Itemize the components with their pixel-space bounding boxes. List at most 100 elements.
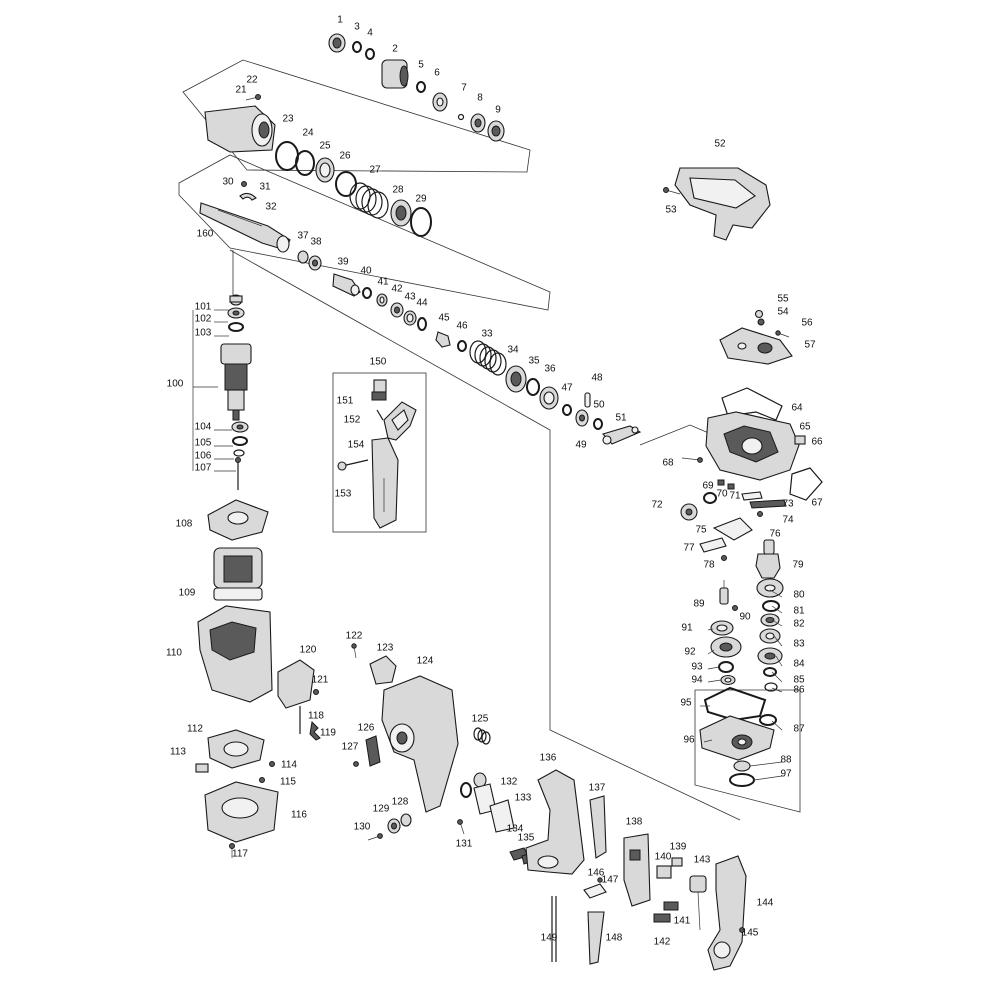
- callout-109: 109: [179, 588, 196, 599]
- callout-89: 89: [693, 599, 705, 610]
- part-72-gear: [680, 503, 698, 521]
- part-144-handle-cover: [707, 855, 747, 971]
- callout-40: 40: [360, 266, 372, 277]
- part-85-ring: [763, 667, 777, 677]
- part-124-housing: [381, 675, 459, 813]
- callout-143: 143: [694, 855, 711, 866]
- lower-guide-line: [229, 249, 741, 821]
- callout-28: 28: [392, 185, 404, 196]
- part-150-side-grip-assembly: [373, 379, 387, 393]
- part-3-ring: [352, 41, 362, 53]
- callout-138: 138: [626, 817, 643, 828]
- part-104-bearing: [231, 421, 249, 433]
- callout-68: 68: [662, 458, 674, 469]
- callout-93: 93: [691, 662, 703, 673]
- part-140-capacitor: [656, 865, 672, 879]
- part-23-o-ring: [275, 141, 299, 171]
- gear-assembly-frame: [694, 689, 801, 813]
- part-32-tool-holder: [199, 202, 291, 253]
- part-33-spring: [469, 340, 507, 376]
- part-149-rod: [551, 896, 557, 962]
- callout-82: 82: [793, 619, 805, 630]
- callout-21: 21: [235, 85, 247, 96]
- callout-150: 150: [370, 357, 387, 368]
- part-79-spiral-gear: [755, 553, 781, 579]
- part-5-ring: [416, 81, 426, 93]
- callout-6: 6: [434, 68, 440, 79]
- callout-147: 147: [602, 875, 619, 886]
- part-80-bearing: [756, 578, 784, 598]
- part-50-ring: [593, 418, 603, 430]
- part-49-bearing: [575, 409, 589, 427]
- callout-49: 49: [575, 440, 587, 451]
- part-113-brush: [195, 763, 209, 773]
- callout-54: 54: [777, 307, 789, 318]
- part-90-ball: [732, 605, 738, 611]
- part-83-clutch: [759, 628, 781, 644]
- callout-144: 144: [757, 898, 774, 909]
- callout-33: 33: [481, 329, 493, 340]
- part-54-o-ring: [757, 318, 765, 326]
- callout-73: 73: [782, 499, 794, 510]
- callout-135: 135: [518, 833, 535, 844]
- callout-5: 5: [418, 60, 424, 71]
- part-81-ring: [762, 600, 780, 612]
- part-136-handle-housing: [525, 769, 585, 875]
- part-76-shaft: [763, 539, 775, 555]
- callout-105: 105: [195, 438, 212, 449]
- callout-42: 42: [391, 284, 403, 295]
- part-127-screw: [353, 761, 359, 767]
- part-145-screw: [739, 927, 745, 933]
- part-47-ring: [562, 404, 572, 416]
- callout-115: 115: [280, 777, 296, 788]
- part-31-clip: [239, 192, 257, 201]
- callout-130: 130: [354, 822, 371, 833]
- part-128-bushing: [400, 813, 412, 827]
- part-103-ring: [228, 322, 244, 332]
- part-38-ring: [308, 255, 322, 271]
- callout-117: 117: [232, 849, 248, 860]
- callout-47: 47: [561, 383, 573, 394]
- callout-140: 140: [655, 852, 672, 863]
- part-106-washer: [233, 449, 245, 457]
- part-ring-pair: [460, 772, 487, 798]
- part-115-screw: [259, 777, 265, 783]
- part-75-switch-lever: [712, 517, 753, 541]
- callout-50: 50: [593, 400, 605, 411]
- part-28-gear: [390, 199, 412, 227]
- part-25-washer: [315, 157, 335, 183]
- callout-66: 66: [811, 437, 823, 448]
- callout-65: 65: [799, 422, 811, 433]
- part-125-spring: [473, 727, 491, 745]
- part-55-cap: [754, 309, 764, 319]
- part-73-lever: [749, 499, 787, 509]
- callout-152: 152: [344, 415, 361, 426]
- part-36-cylinder: [539, 386, 559, 410]
- part-22-screw: [245, 94, 261, 101]
- callout-48: 48: [591, 373, 603, 384]
- part-53-screw: [663, 187, 681, 195]
- part-69-pin: [717, 479, 735, 490]
- callout-67: 67: [811, 498, 823, 509]
- callout-153: 153: [335, 489, 352, 500]
- part-152-pin: [376, 409, 384, 421]
- part-48-pin: [584, 392, 591, 408]
- callout-136: 136: [540, 753, 557, 764]
- callout-132: 132: [501, 777, 518, 788]
- callout-3: 3: [354, 22, 360, 33]
- part-46-ring: [457, 340, 467, 352]
- part-95-gasket: [703, 686, 767, 722]
- callout-9: 9: [495, 105, 501, 116]
- callout-127: 127: [342, 742, 359, 753]
- part-87-ring: [759, 714, 777, 726]
- part-92-gear: [710, 636, 742, 658]
- part-137-switch-cover: [589, 795, 607, 859]
- part-41-washer: [376, 293, 388, 307]
- callout-128: 128: [392, 797, 409, 808]
- part-94-washer: [720, 674, 736, 686]
- callout-52: 52: [714, 139, 726, 150]
- callout-27: 27: [369, 165, 381, 176]
- part-52-gear-housing-cover: [674, 167, 771, 241]
- part-141-clamp: [663, 901, 679, 911]
- callout-123: 123: [377, 643, 394, 654]
